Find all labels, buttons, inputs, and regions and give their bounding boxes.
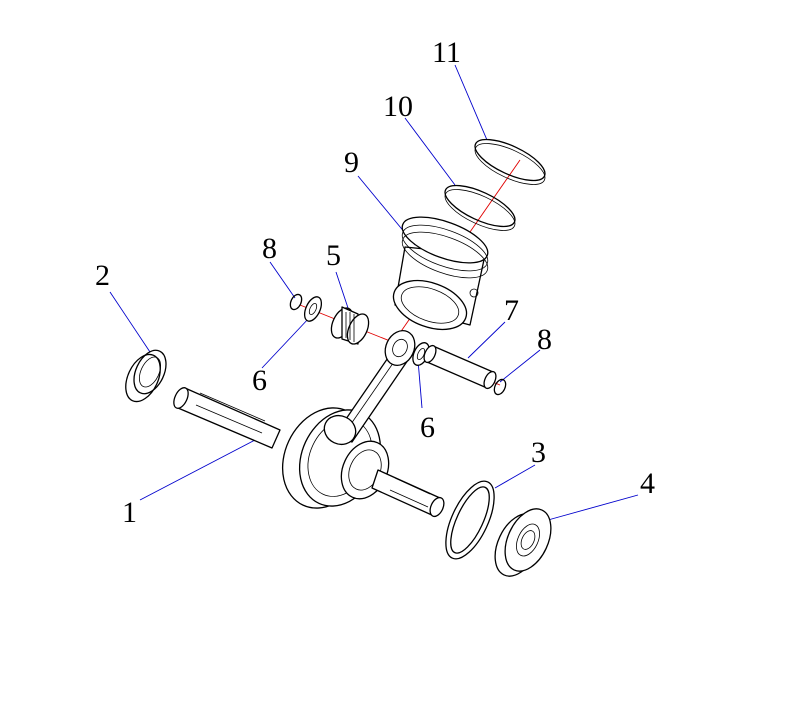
piston-ring-part-11 bbox=[474, 138, 546, 185]
callout-2: 2 bbox=[95, 259, 110, 292]
callout-4: 4 bbox=[640, 467, 655, 500]
bearing-part-4 bbox=[494, 508, 552, 577]
circlip-part-8-left bbox=[289, 293, 303, 311]
callout-11: 11 bbox=[432, 36, 461, 69]
crankshaft-part-1 bbox=[173, 387, 445, 518]
callout-labels: 1 2 3 4 5 6 6 7 8 8 9 10 11 bbox=[95, 36, 655, 529]
needle-bearing-part-5 bbox=[330, 306, 370, 345]
callout-5: 5 bbox=[326, 239, 341, 272]
piston-part-9 bbox=[392, 216, 489, 331]
callout-8-left: 8 bbox=[262, 232, 277, 265]
oil-seal-part-2 bbox=[125, 349, 167, 403]
washer-part-3 bbox=[445, 480, 495, 560]
callout-9: 9 bbox=[344, 146, 359, 179]
callout-1: 1 bbox=[122, 496, 137, 529]
piston-ring-part-10 bbox=[444, 184, 516, 231]
callout-8-right: 8 bbox=[537, 323, 552, 356]
callout-6-right: 6 bbox=[420, 411, 435, 444]
connecting-rod bbox=[323, 329, 416, 446]
piston-pin-part-7 bbox=[423, 344, 497, 390]
callout-6-left: 6 bbox=[252, 364, 267, 397]
circlip-part-8-right bbox=[493, 378, 507, 396]
callout-7: 7 bbox=[504, 294, 519, 327]
callout-10: 10 bbox=[383, 90, 413, 123]
callout-3: 3 bbox=[531, 436, 546, 469]
washer-part-6-left bbox=[303, 296, 323, 322]
